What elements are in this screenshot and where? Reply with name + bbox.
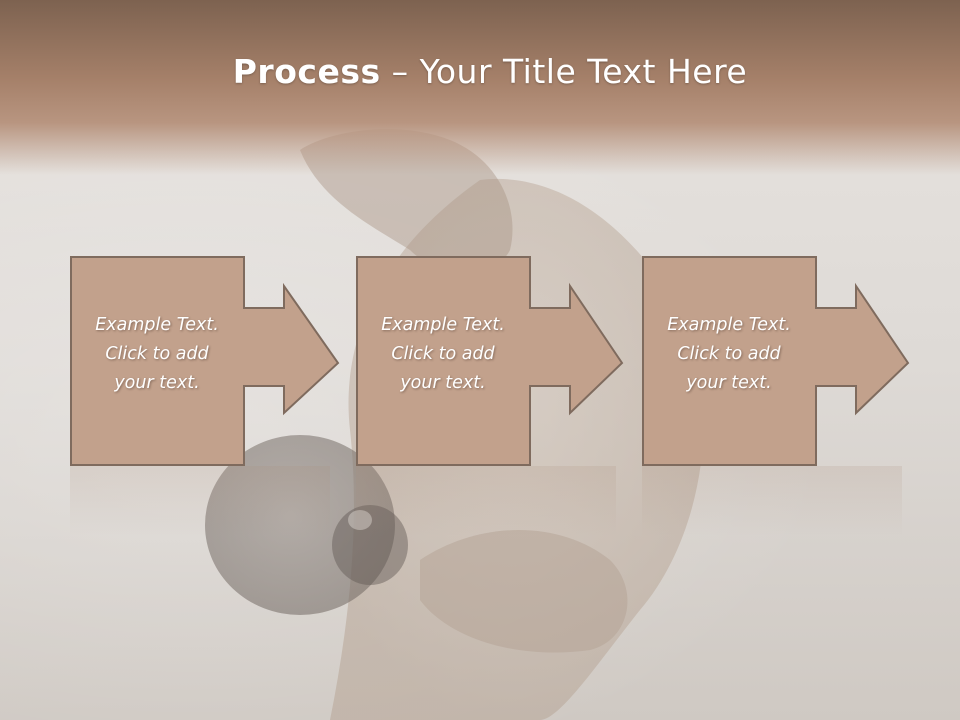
- title-rest: – Your Title Text Here: [380, 52, 748, 91]
- step-line: Example Text.: [95, 315, 219, 335]
- title-bar: [0, 0, 960, 175]
- process-step-3[interactable]: Example Text. Click to add your text.: [642, 256, 910, 536]
- process-step-2[interactable]: Example Text. Click to add your text.: [356, 256, 624, 536]
- step-reflection: [70, 466, 330, 536]
- step-line: your text.: [114, 373, 200, 393]
- step-reflection: [356, 466, 616, 536]
- arrow-box-shape: [70, 256, 340, 466]
- process-step-1[interactable]: Example Text. Click to add your text.: [70, 256, 340, 536]
- step-line: your text.: [400, 373, 486, 393]
- step-line: Click to add: [105, 344, 209, 364]
- step-text[interactable]: Example Text. Click to add your text.: [356, 311, 530, 398]
- step-line: your text.: [686, 373, 772, 393]
- arrow-box-shape: [356, 256, 624, 466]
- step-line: Example Text.: [381, 315, 505, 335]
- step-text[interactable]: Example Text. Click to add your text.: [70, 311, 244, 398]
- step-line: Click to add: [677, 344, 781, 364]
- step-line: Click to add: [391, 344, 495, 364]
- slide-title[interactable]: Process – Your Title Text Here: [0, 52, 960, 91]
- title-bold: Process: [232, 52, 381, 91]
- step-reflection: [642, 466, 902, 536]
- step-line: Example Text.: [667, 315, 791, 335]
- arrow-box-shape: [642, 256, 910, 466]
- step-text[interactable]: Example Text. Click to add your text.: [642, 311, 816, 398]
